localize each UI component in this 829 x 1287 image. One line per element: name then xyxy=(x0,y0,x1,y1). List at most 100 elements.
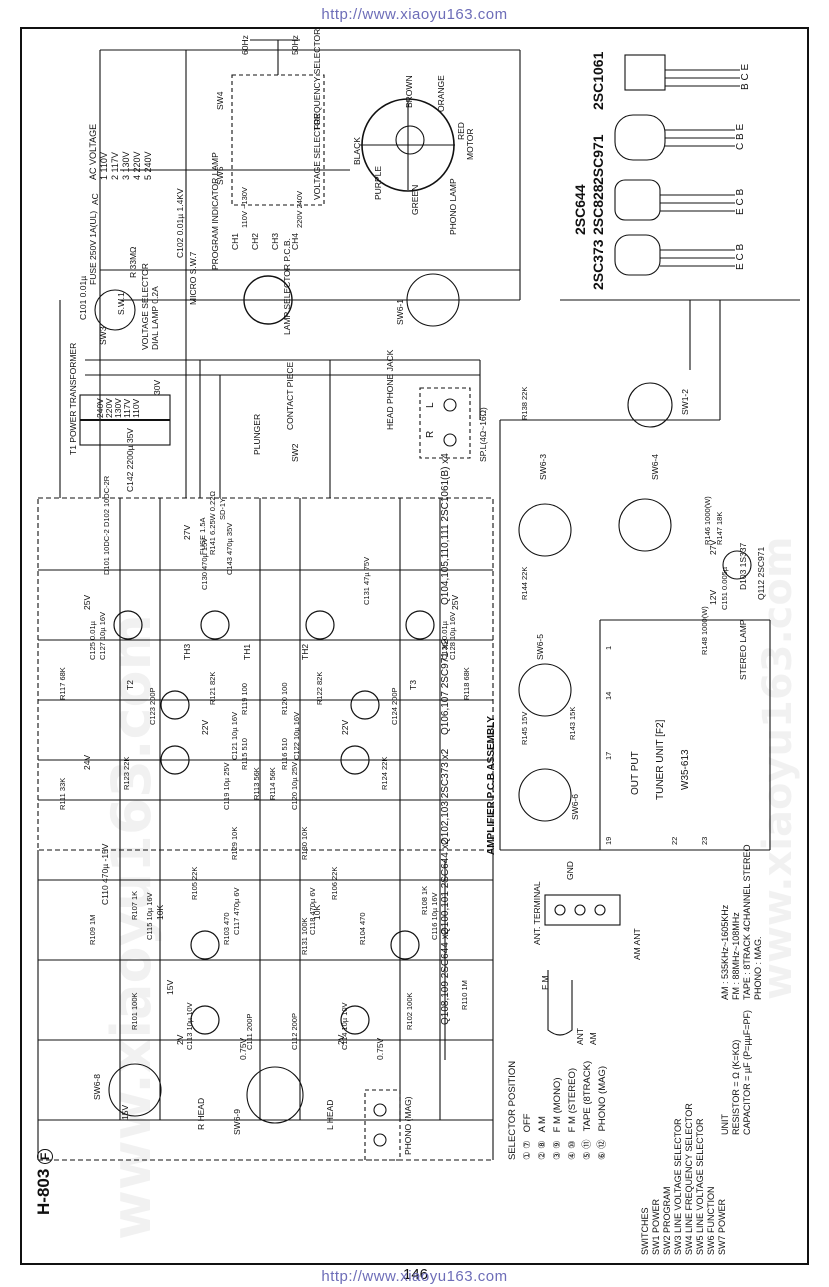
r-114: R114 56K xyxy=(268,767,277,800)
amp-v15-a: 15V xyxy=(120,1104,130,1120)
psu-resistor: R141 6.25W 0.22Ω xyxy=(208,491,217,555)
tuner-d103-label: D103 1S337 xyxy=(738,542,748,590)
c-117: C117 470µ 6V xyxy=(232,887,241,935)
sw-res-6: R148 1000(W) xyxy=(700,606,709,655)
amp-v2-a: 2V xyxy=(175,1034,185,1045)
switch-row: SW1 POWER xyxy=(651,1198,661,1255)
phono-mag-label: PHONO (MAG) xyxy=(403,1096,413,1155)
jack-r-label: R xyxy=(425,430,436,438)
r-head-label: R HEAD xyxy=(196,1097,206,1130)
ac-voltage-item: 1 110V xyxy=(99,152,109,180)
selector-name: TAPE (8TRACK) xyxy=(582,1060,593,1132)
r-107: R107 1K xyxy=(130,890,139,920)
tuner-title: TUNER UNIT [F2] xyxy=(655,719,666,800)
transistor-2sc644-label: 2SC644 xyxy=(572,184,588,235)
sw-res-2: R143 15K xyxy=(568,706,577,740)
selector-row: ④ ⑩ F M (STEREO) xyxy=(565,1061,580,1160)
r-124: R124 22K xyxy=(380,756,389,790)
transistor-2sc971-pins: C B E xyxy=(735,123,746,150)
amp-10k-a: 10K xyxy=(155,904,165,920)
speaker-label: SP.L(4Ω~16Ω) xyxy=(478,407,488,462)
r-104: R104 470 xyxy=(358,912,367,945)
gnd-label: GND xyxy=(565,861,575,880)
ant-terminal-label: ANT. TERMINAL xyxy=(532,881,542,945)
unit-legend: UNIT RESISTOR = Ω (K=KΩ) CAPACITOR = µF … xyxy=(720,1010,753,1135)
lamp-selector-label: LAMP SELECTOR P.C.B. xyxy=(282,238,292,335)
sw6-3-label: SW6-3 xyxy=(538,454,548,480)
c-112: C112 200P xyxy=(290,1013,299,1050)
model-number: H-803 xyxy=(34,1168,53,1215)
amp-th2: TH2 xyxy=(300,643,310,660)
ac-voltage-item: 2 117V xyxy=(110,152,120,180)
ac-voltage-item: 4 220V xyxy=(132,151,142,180)
switches-legend: SWITCHES SW1 POWER SW2 PROGRAM SW3 LINE … xyxy=(640,1103,728,1255)
sw6-5-label: SW6-5 xyxy=(535,634,545,660)
c-115: C115 10µ 16V xyxy=(145,892,154,940)
selector-row: ⑤ ⑪ TAPE (8TRACK) xyxy=(580,1061,595,1160)
tuner-12v-label: 12V xyxy=(708,589,718,605)
unit-title: UNIT xyxy=(720,1114,730,1135)
r-105: R105 22K xyxy=(190,866,199,900)
r-122: R122 82K xyxy=(315,671,324,705)
l-head-label: L HEAD xyxy=(325,1099,335,1130)
power-cap-label: C101 0.01µ xyxy=(78,275,88,320)
am-ant-label: AM ANT xyxy=(632,928,642,960)
switch-row: SW6 FUNCTION xyxy=(706,1186,716,1256)
ac-voltage-title: AC VOLTAGE xyxy=(88,123,98,180)
psu-cap: C142 2200µ 35V xyxy=(125,428,135,492)
micro-cap-label: C102 0.01µ 1.4KV xyxy=(175,188,185,258)
c-128: C128 10µ 16V xyxy=(448,611,457,660)
sw6-6-label: SW6-6 xyxy=(570,794,580,820)
tuner-output-label: OUT PUT xyxy=(630,751,641,795)
c-125: C125 0.01µ xyxy=(88,621,97,660)
motor-wire-black: BLACK xyxy=(352,137,362,165)
freq-60-label: 60Hz xyxy=(240,35,250,55)
amp-v24: 24V xyxy=(82,754,92,770)
c-121: C121 10µ 16V xyxy=(230,711,239,760)
psu-27v: 27V xyxy=(182,524,192,540)
r-103: R103 470 xyxy=(222,912,231,945)
jack-l-label: L xyxy=(425,402,436,408)
r-130: R130 10K xyxy=(300,826,309,860)
header-url[interactable]: http://www.xiaoyu163.com xyxy=(321,6,508,23)
amp-v22-a: 22V xyxy=(200,719,210,735)
r-123: R123 22K xyxy=(122,756,131,790)
selector-pos: ⑤ ⑪ xyxy=(582,1139,593,1160)
selector-name: OFF xyxy=(522,1113,533,1133)
transistor-2sc971-label: 2SC971 xyxy=(590,134,606,185)
switches-title: SWITCHES xyxy=(640,1207,650,1255)
model-title: H-803 F xyxy=(34,1148,54,1215)
psu-diodes: D101 10DC-2 D102 10DC-2R xyxy=(102,475,111,575)
r-108: R108 1K xyxy=(420,885,429,915)
selector-row: ① ⑦ OFF xyxy=(520,1061,535,1160)
transistor-2sc373-label: 2SC373 xyxy=(590,239,606,290)
tuner-27v-label: 27V xyxy=(708,539,718,555)
r-121: R121 82K xyxy=(208,671,217,705)
r-109: R109 1M xyxy=(88,914,97,945)
r-115: R115 510 xyxy=(240,738,249,770)
sw6-4-label: SW6-4 xyxy=(650,454,660,480)
am-label: AM xyxy=(588,1032,598,1045)
unit-capacitor: CAPACITOR = µF (P=µµF=PF) xyxy=(742,1010,752,1135)
c-127: C127 10µ 16V xyxy=(98,611,107,660)
sw2-label: SW2 xyxy=(290,443,300,462)
sw3-label: SW3 xyxy=(98,326,108,345)
unit-resistor: RESISTOR = Ω (K=KΩ) xyxy=(731,1039,741,1135)
amp-q-top: Q104,105,110,111 2SC1061(B) x4 xyxy=(440,453,451,605)
selector-title: SELECTOR POSITION xyxy=(507,1060,518,1160)
selector-name: PHONO (MAG) xyxy=(597,1065,608,1132)
c-131: C131 47µ 75V xyxy=(362,556,371,605)
voltage-selector-label: VOLTAGE SELECTOR xyxy=(140,263,150,350)
r-117: R117 68K xyxy=(58,667,67,700)
r-119: R119 100 xyxy=(240,683,249,715)
voltage-range-1: 110V ~130V xyxy=(240,187,249,228)
r-129: R129 10K xyxy=(230,826,239,860)
amp-q-in2: Q108,109 2SC644 x2 xyxy=(440,928,451,1025)
transistor-2sc1061-label: 2SC1061 xyxy=(590,51,606,110)
r-102: R102 100K xyxy=(405,992,414,1030)
amplifier-pcb-outline xyxy=(37,497,494,851)
r-120: R120 100 xyxy=(280,682,289,715)
footer-url[interactable]: http://www.xiaoyu163.com xyxy=(321,1268,508,1285)
transformer-label: T1 POWER TRANSFORMER xyxy=(68,342,78,455)
selector-row: ⑥ ⑫ PHONO (MAG) xyxy=(595,1061,610,1160)
